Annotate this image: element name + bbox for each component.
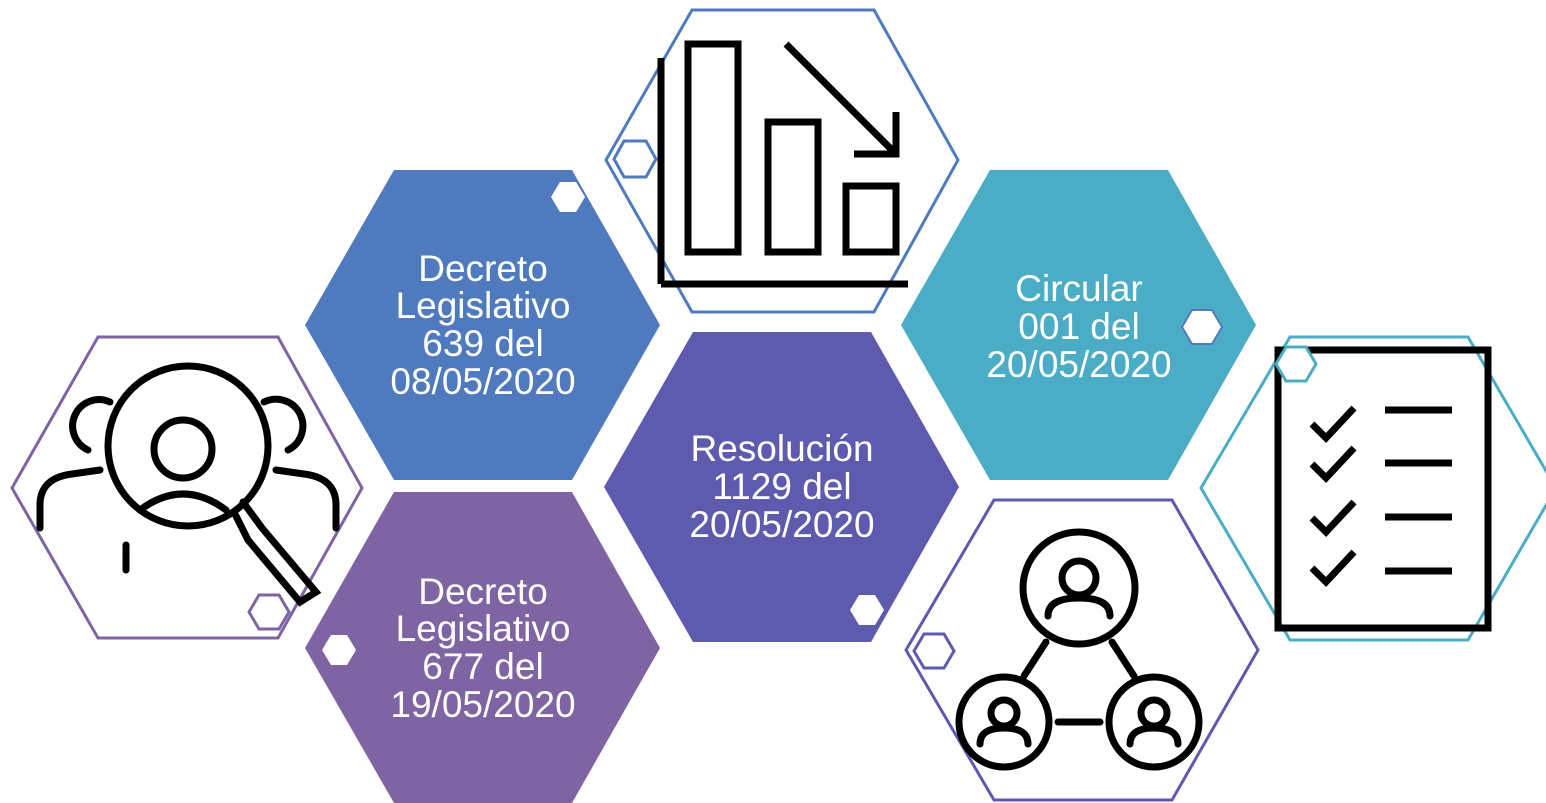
small-hexagon-marker [247, 593, 291, 631]
small-hexagon-marker [1180, 309, 1224, 345]
decreto-639-label: Decreto Legislativo 639 del 08/05/2020 [390, 247, 576, 402]
magnifier-person-icon [36, 362, 340, 607]
people-network-icon [955, 528, 1203, 771]
resolucion-1129-label: Resolución 1129 del 20/05/2020 [689, 428, 875, 545]
decreto-639-hexagon-shape [305, 170, 660, 480]
decreto-639-hexagon [305, 170, 660, 480]
network-hexagon [904, 498, 1260, 802]
decreto-677-hexagon [305, 492, 660, 803]
decreto-677-hexagon-shape [305, 492, 660, 803]
bar-chart-down-icon [657, 40, 908, 288]
checklist-hexagon [1199, 335, 1546, 642]
small-hexagon-marker [322, 635, 356, 665]
small-hexagon-marker [912, 632, 956, 670]
checklist-hexagon-outline [1199, 335, 1546, 642]
resolucion-1129-hexagon [604, 332, 959, 642]
small-hexagon-marker [612, 139, 658, 179]
checklist-icon [1274, 346, 1492, 632]
small-hexagon-marker [1274, 345, 1318, 383]
declining-chart-hexagon-outline [604, 8, 960, 314]
resolucion-1129-hexagon-shape [604, 332, 959, 642]
declining-chart-hexagon [604, 8, 960, 314]
circular-001-hexagon-shape [901, 170, 1256, 480]
small-hexagon-marker [850, 595, 884, 625]
decreto-677-label: Decreto Legislativo 677 del 19/05/2020 [390, 570, 576, 725]
search-people-hexagon [10, 335, 364, 640]
network-hexagon-outline [904, 498, 1260, 802]
search-people-hexagon-outline [10, 335, 364, 640]
circular-001-hexagon [901, 170, 1256, 480]
small-hexagon-marker [551, 182, 585, 212]
circular-001-label: Circular 001 del 20/05/2020 [986, 268, 1172, 385]
